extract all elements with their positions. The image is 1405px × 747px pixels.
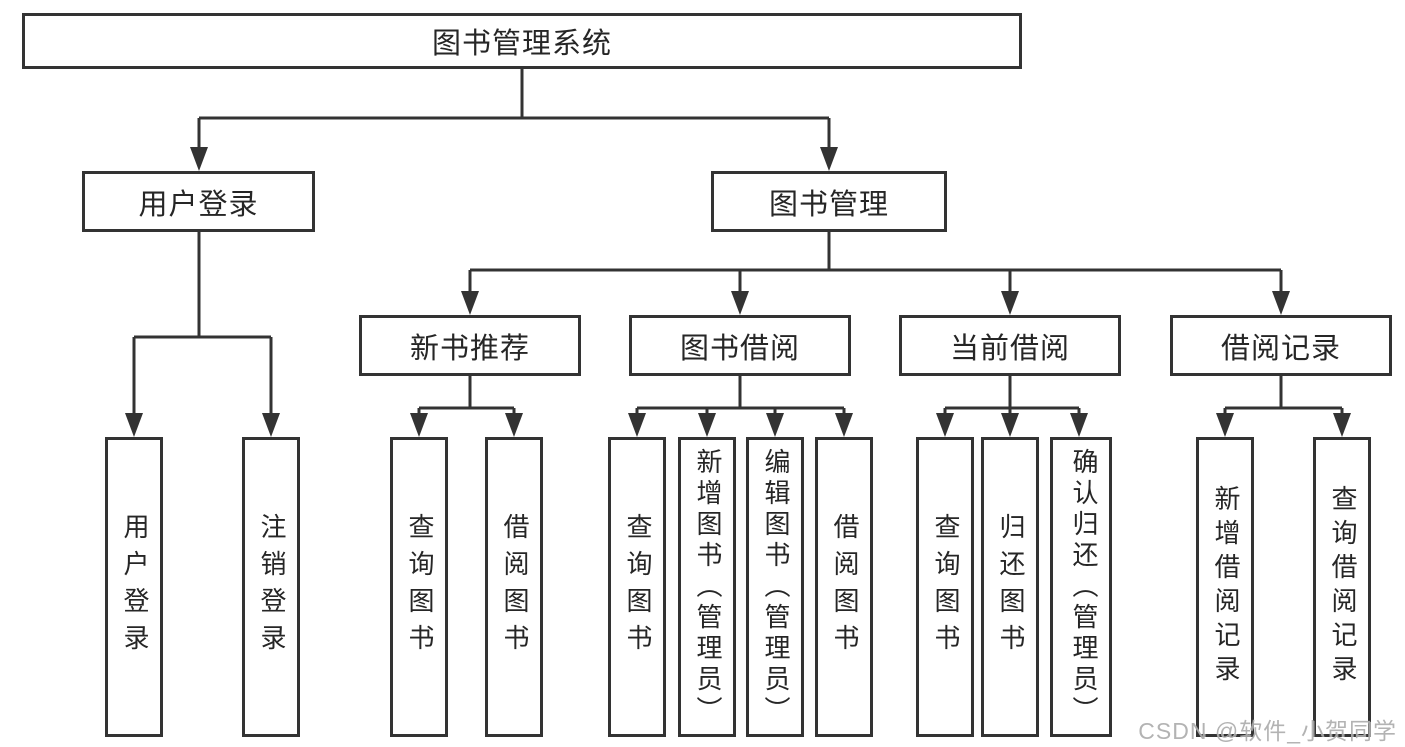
leaf-query-books-recommend: 查询图书: [390, 437, 448, 737]
arrowheads: [125, 147, 1351, 437]
leaf-query-books-borrow: 查询图书: [608, 437, 666, 737]
leaf-confirm-return-admin: 确认归还（管理员）: [1050, 437, 1112, 737]
node-book-borrow: 图书借阅: [629, 315, 851, 376]
leaf-add-books-admin: 新增图书（管理员）: [678, 437, 736, 737]
watermark: CSDN @软件_小贺同学: [1138, 718, 1397, 744]
leaf-add-borrow-record: 新增借阅记录: [1196, 437, 1254, 737]
leaf-return-books: 归还图书: [981, 437, 1039, 737]
leaf-logout-login: 注销登录: [242, 437, 300, 737]
leaf-user-login: 用户登录: [105, 437, 163, 737]
node-book-management-branch: 图书管理: [711, 171, 947, 232]
leaf-query-borrow-record: 查询借阅记录: [1313, 437, 1371, 737]
node-root-system: 图书管理系统: [22, 13, 1022, 69]
node-current-borrow: 当前借阅: [899, 315, 1121, 376]
leaf-borrow-books-borrow: 借阅图书: [815, 437, 873, 737]
node-user-login-branch: 用户登录: [82, 171, 315, 232]
leaf-edit-books-admin: 编辑图书（管理员）: [746, 437, 804, 737]
leaf-borrow-books-recommend: 借阅图书: [485, 437, 543, 737]
node-new-book-recommend: 新书推荐: [359, 315, 581, 376]
node-borrow-records: 借阅记录: [1170, 315, 1392, 376]
leaf-query-books-current: 查询图书: [916, 437, 974, 737]
